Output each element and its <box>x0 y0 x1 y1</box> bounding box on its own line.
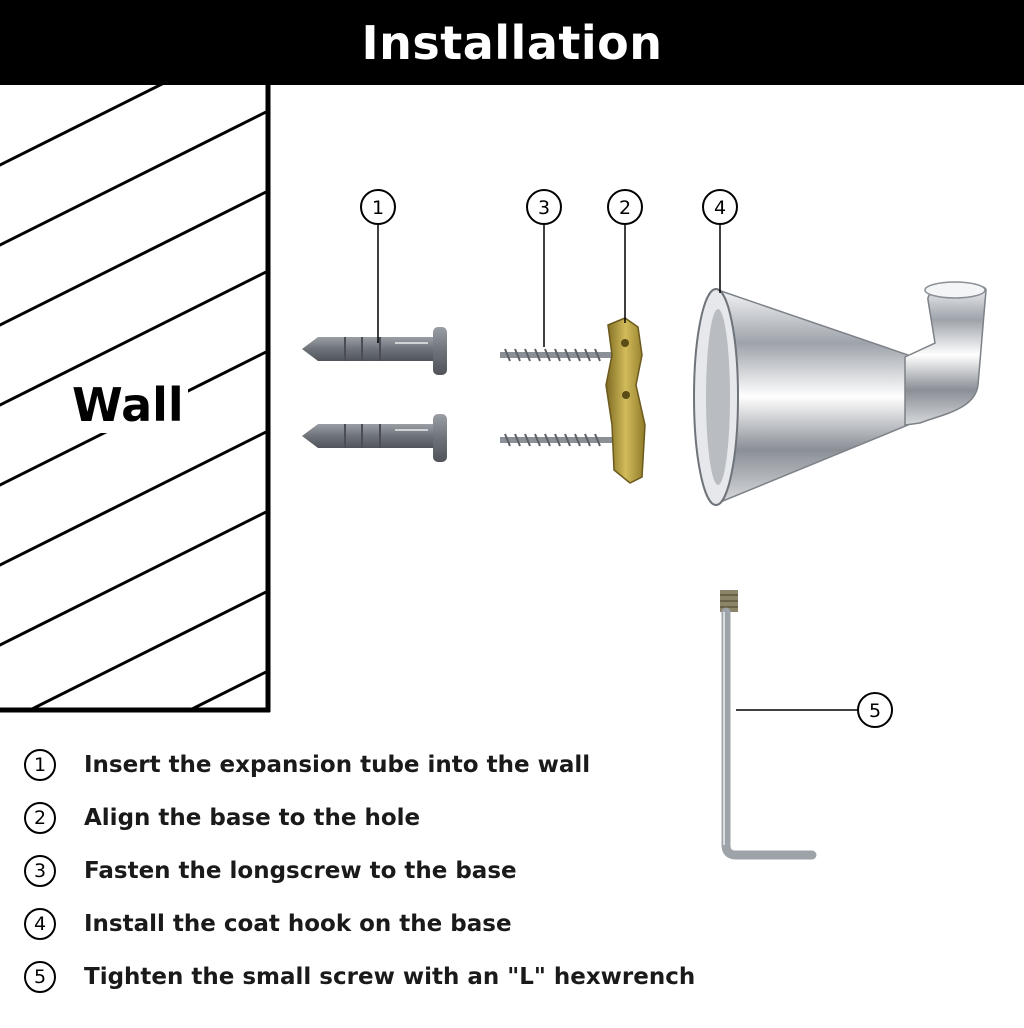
callout-4: 4 <box>702 189 738 225</box>
long-screw-top <box>500 348 612 362</box>
callout-5: 5 <box>857 692 893 728</box>
coat-hook <box>693 281 987 506</box>
step-text: Tighten the small screw with an "L" hexw… <box>84 963 696 990</box>
step-text: Align the base to the hole <box>84 804 421 831</box>
step-number: 2 <box>24 801 56 834</box>
callout-2: 2 <box>607 189 643 225</box>
callout-4-label: 4 <box>714 197 726 219</box>
expansion-tube-top <box>302 327 447 375</box>
mounting-base <box>605 317 646 484</box>
step-number: 3 <box>24 854 56 887</box>
instruction-steps: 1 Insert the expansion tube into the wal… <box>24 738 1004 1003</box>
step-5: 5 Tighten the small screw with an "L" he… <box>24 950 1004 1003</box>
wall-section <box>0 85 271 713</box>
step-number: 1 <box>24 748 56 781</box>
hex-wrench <box>720 590 817 860</box>
header-bar: Installation <box>0 0 1024 85</box>
step-3: 3 Fasten the longscrew to the base <box>24 844 1004 897</box>
long-screw-bottom <box>500 433 612 447</box>
callout-3-label: 3 <box>538 197 550 219</box>
wall-label: Wall <box>68 377 188 433</box>
callout-2-label: 2 <box>619 197 631 219</box>
step-number: 4 <box>24 907 56 940</box>
step-1: 1 Insert the expansion tube into the wal… <box>24 738 1004 791</box>
step-2: 2 Align the base to the hole <box>24 791 1004 844</box>
page-title: Installation <box>361 15 663 70</box>
leader-lines <box>377 225 858 711</box>
callout-1-label: 1 <box>372 197 384 219</box>
callout-5-label: 5 <box>869 700 881 722</box>
callout-3: 3 <box>526 189 562 225</box>
callout-1: 1 <box>360 189 396 225</box>
step-text: Install the coat hook on the base <box>84 910 512 937</box>
diagram-canvas: 1 3 2 4 5 <box>0 85 987 860</box>
step-text: Fasten the longscrew to the base <box>84 857 517 884</box>
step-number: 5 <box>24 960 56 993</box>
step-text: Insert the expansion tube into the wall <box>84 751 591 778</box>
installation-diagram: 1 3 2 4 5 Wall <box>0 85 1024 1024</box>
wall-hatching <box>0 85 268 710</box>
expansion-tube-bottom <box>302 414 447 462</box>
step-4: 4 Install the coat hook on the base <box>24 897 1004 950</box>
